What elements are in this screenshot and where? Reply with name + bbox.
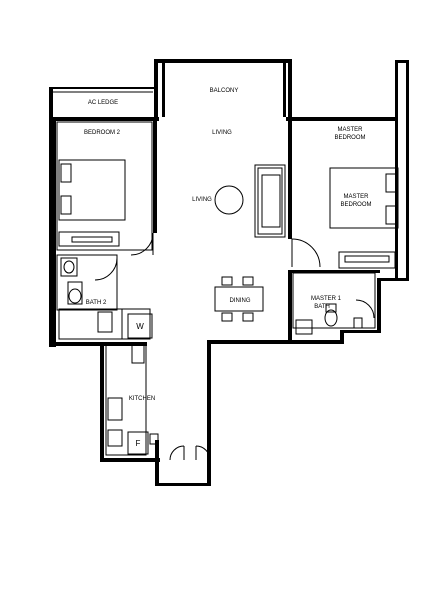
label-master-bedroom-top-2: BEDROOM: [334, 135, 365, 141]
doors: [94, 232, 375, 461]
label-master-bedroom-1: MASTER: [343, 194, 369, 200]
washer: [127, 313, 153, 339]
exterior-walls: [49, 59, 409, 486]
interior-walls: [52, 91, 376, 456]
label-kitchen: KITCHEN: [129, 396, 155, 402]
label-master-bath-2: BATH: [314, 304, 330, 310]
label-balcony: BALCONY: [210, 88, 239, 94]
label-master-bedroom-2: BEDROOM: [340, 202, 371, 208]
sofa: [254, 164, 286, 238]
label-bath2: BATH 2: [86, 300, 107, 306]
fridge: [127, 431, 149, 455]
bed-master: [329, 167, 399, 229]
room-labels: AC LEDGE BALCONY LIVING MASTER BEDROOM B…: [84, 88, 372, 448]
label-ac-ledge: AC LEDGE: [88, 100, 118, 106]
label-master-bedroom-top-1: MASTER: [337, 127, 363, 133]
label-fridge: F: [136, 439, 141, 448]
label-living-top: LIVING: [212, 130, 232, 136]
label-bedroom2: BEDROOM 2: [84, 130, 121, 136]
label-master-bath-1: MASTER 1: [311, 296, 342, 302]
label-dining: DINING: [230, 298, 251, 304]
bed-bedroom2: [58, 159, 126, 221]
label-washer: W: [136, 322, 144, 331]
label-living: LIVING: [192, 197, 212, 203]
furniture: [58, 159, 399, 455]
dining-table: [214, 286, 264, 312]
coffee-table: [214, 185, 244, 215]
